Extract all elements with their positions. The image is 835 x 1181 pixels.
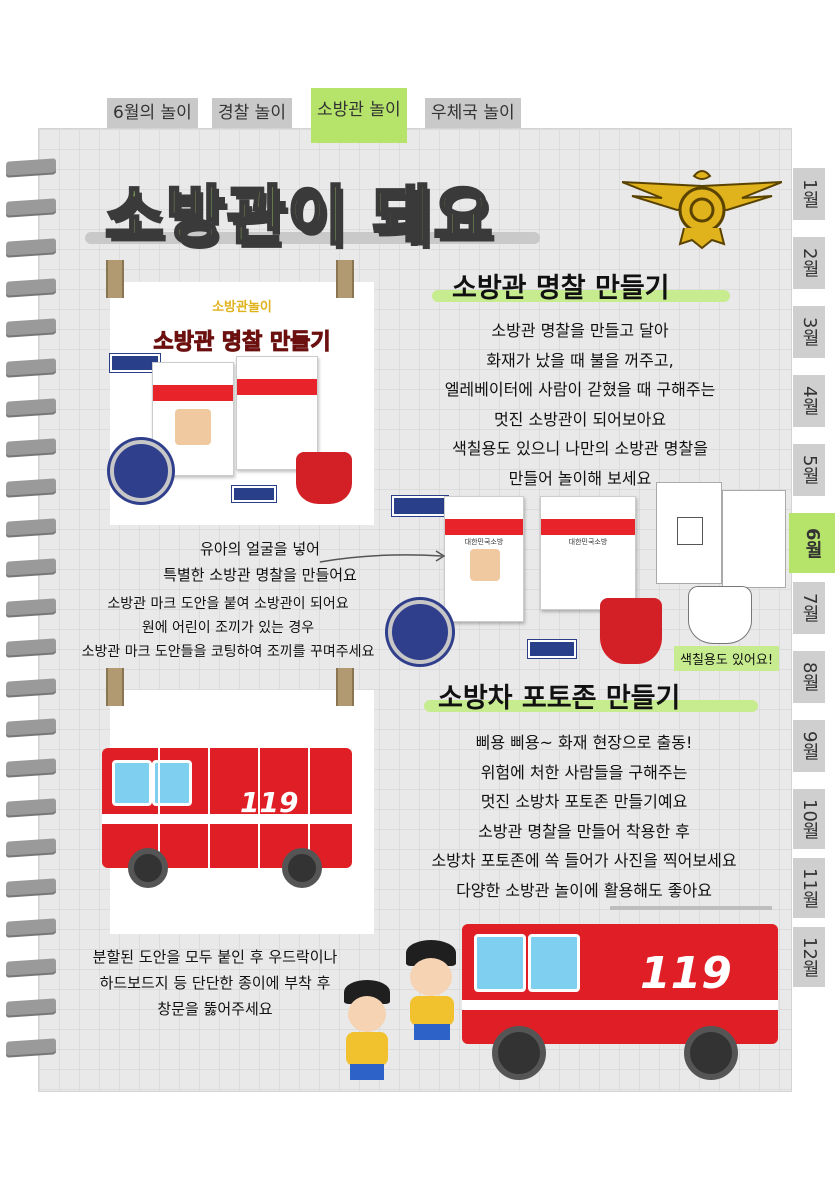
truck-wheel [492, 1026, 546, 1080]
truck-window [112, 760, 152, 806]
title-highlight [432, 290, 730, 302]
month-tab-6[interactable]: 6월 [789, 513, 835, 573]
month-tab-2[interactable]: 2월 [793, 237, 825, 289]
truck-wheel [128, 848, 168, 888]
fire-truck-illustration: 119 [462, 900, 780, 1084]
fire-mark-red-icon [296, 452, 352, 504]
truck-label: 119 [640, 948, 732, 999]
truck-stripe [462, 1000, 778, 1010]
card-section-title: 소방관 명찰 만들기 [452, 273, 670, 304]
page-title: 소방관이 돼요 [104, 179, 495, 256]
clip-icon [106, 260, 124, 298]
clip-icon [336, 260, 354, 298]
truck-window [474, 934, 526, 992]
id-card-back [236, 356, 318, 470]
coloring-card-back [722, 490, 786, 588]
month-tab-4[interactable]: 4월 [793, 375, 825, 427]
month-tab-9[interactable]: 9월 [793, 720, 825, 772]
pointer-arrow-icon [319, 550, 446, 563]
truck-wheel [684, 1026, 738, 1080]
rank-badge [528, 640, 576, 658]
tab-firefighter-play[interactable]: 소방관 놀이 [311, 88, 407, 143]
child-face [175, 409, 211, 445]
truck-label: 119 [240, 786, 299, 819]
child-firefighter-illustration [400, 940, 464, 1044]
month-tab-7[interactable]: 7월 [793, 582, 825, 634]
tab-june-play[interactable]: 6월의 놀이 [107, 98, 198, 128]
title-underbar [85, 232, 540, 244]
coloring-mark-icon [688, 586, 752, 644]
id-card-photo: 대한민국소방 [444, 496, 524, 622]
child-face [470, 549, 500, 581]
photo-subtitle: 소방관놀이 [212, 300, 272, 315]
card-making-photo: 소방관놀이 소방관 명찰 만들기 [110, 282, 374, 525]
rank-badge [392, 496, 448, 516]
month-tab-11[interactable]: 11월 [793, 858, 825, 918]
fire-mark-red-icon [600, 598, 662, 664]
child-firefighter-illustration [338, 980, 398, 1090]
rank-badge [232, 486, 276, 502]
month-tab-1[interactable]: 1월 [793, 168, 825, 220]
clip-icon [336, 668, 354, 706]
mark-note: 소방관 마크 도안을 붙여 소방관이 되어요 원에 어린이 조끼가 있는 경우 … [81, 596, 375, 660]
id-card-back: 대한민국소방 [540, 496, 636, 610]
truck-wheel [282, 848, 322, 888]
fire-mark-blue-icon [110, 440, 172, 502]
truck-section-title: 소방차 포토존 만들기 [438, 683, 681, 714]
month-tab-8[interactable]: 8월 [793, 651, 825, 703]
month-tab-5[interactable]: 5월 [793, 444, 825, 496]
face-note: 유아의 얼굴을 넣어 특별한 소방관 명찰을 만들어요 [163, 540, 357, 584]
photo-title: 소방관 명찰 만들기 [153, 330, 331, 356]
tab-police-play[interactable]: 경찰 놀이 [212, 98, 292, 128]
clip-icon [106, 668, 124, 706]
month-tab-3[interactable]: 3월 [793, 306, 825, 358]
truck-stripe [102, 814, 352, 824]
truck-section-description: 삐용 삐용~ 화재 현장으로 출동! 위험에 처한 사람들을 구해주는 멋진 소… [431, 733, 737, 900]
month-tab-12[interactable]: 12월 [793, 927, 825, 987]
month-tab-10[interactable]: 10월 [793, 789, 825, 849]
coloring-card [656, 482, 722, 584]
card-section-description: 소방관 명찰을 만들고 달아 화재가 났을 때 불을 꺼주고, 엘레베이터에 사… [444, 321, 716, 488]
photo-zone-image: 119 [102, 690, 374, 934]
tab-post-office-play[interactable]: 우체국 놀이 [425, 98, 521, 128]
coloring-available-badge: 색칠용도 있어요! [674, 646, 780, 671]
fire-emblem-icon [622, 170, 782, 250]
photo-zone-note: 분할된 도안을 모두 붙인 후 우드락이나 하드보드지 등 단단한 종이에 부착… [92, 948, 338, 1018]
truck-window [528, 934, 580, 992]
id-card [152, 362, 234, 476]
title-highlight [424, 700, 758, 712]
fire-mark-blue-icon [388, 600, 452, 664]
